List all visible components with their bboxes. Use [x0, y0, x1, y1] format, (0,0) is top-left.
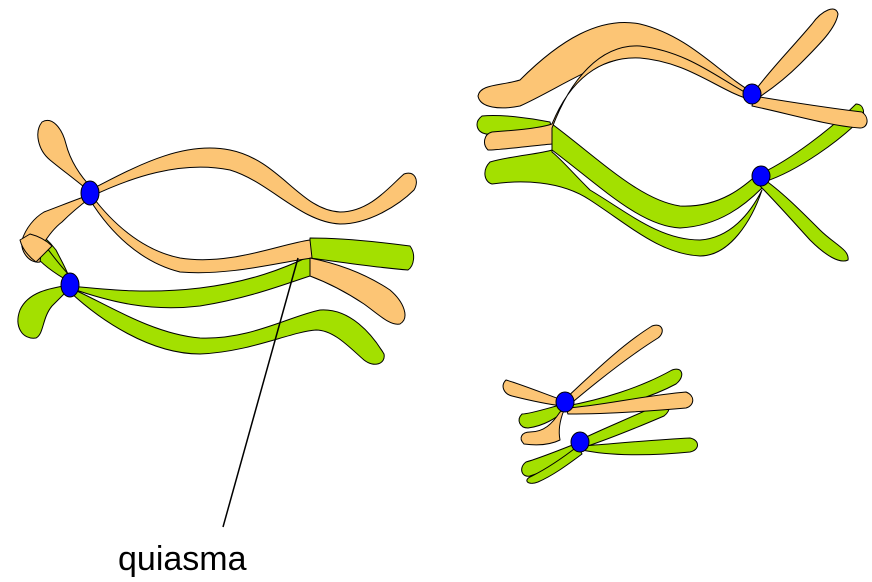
orange-chromatid: [38, 120, 92, 192]
green-chromatid: [18, 285, 70, 338]
centromere: [61, 273, 79, 297]
centromere: [743, 84, 761, 104]
green-chromatid: [760, 178, 848, 261]
orange-chromatid: [503, 380, 562, 406]
orange-chromatid: [90, 196, 312, 273]
green-chromatid: [552, 124, 762, 228]
orange-chromatid: [752, 96, 867, 128]
chiasma-label: quiasma: [118, 540, 247, 579]
centromere: [752, 166, 770, 186]
orange-chromatid: [478, 22, 752, 107]
left-crossing-over-panel: [18, 120, 416, 527]
top-right-separating-panel: [477, 9, 867, 261]
bottom-right-condensed-panel: [503, 325, 697, 483]
centromere: [81, 181, 99, 205]
centromere: [571, 432, 589, 452]
centromere: [556, 392, 574, 412]
orange-chromatid: [90, 148, 416, 224]
orange-chromatid: [754, 9, 838, 98]
